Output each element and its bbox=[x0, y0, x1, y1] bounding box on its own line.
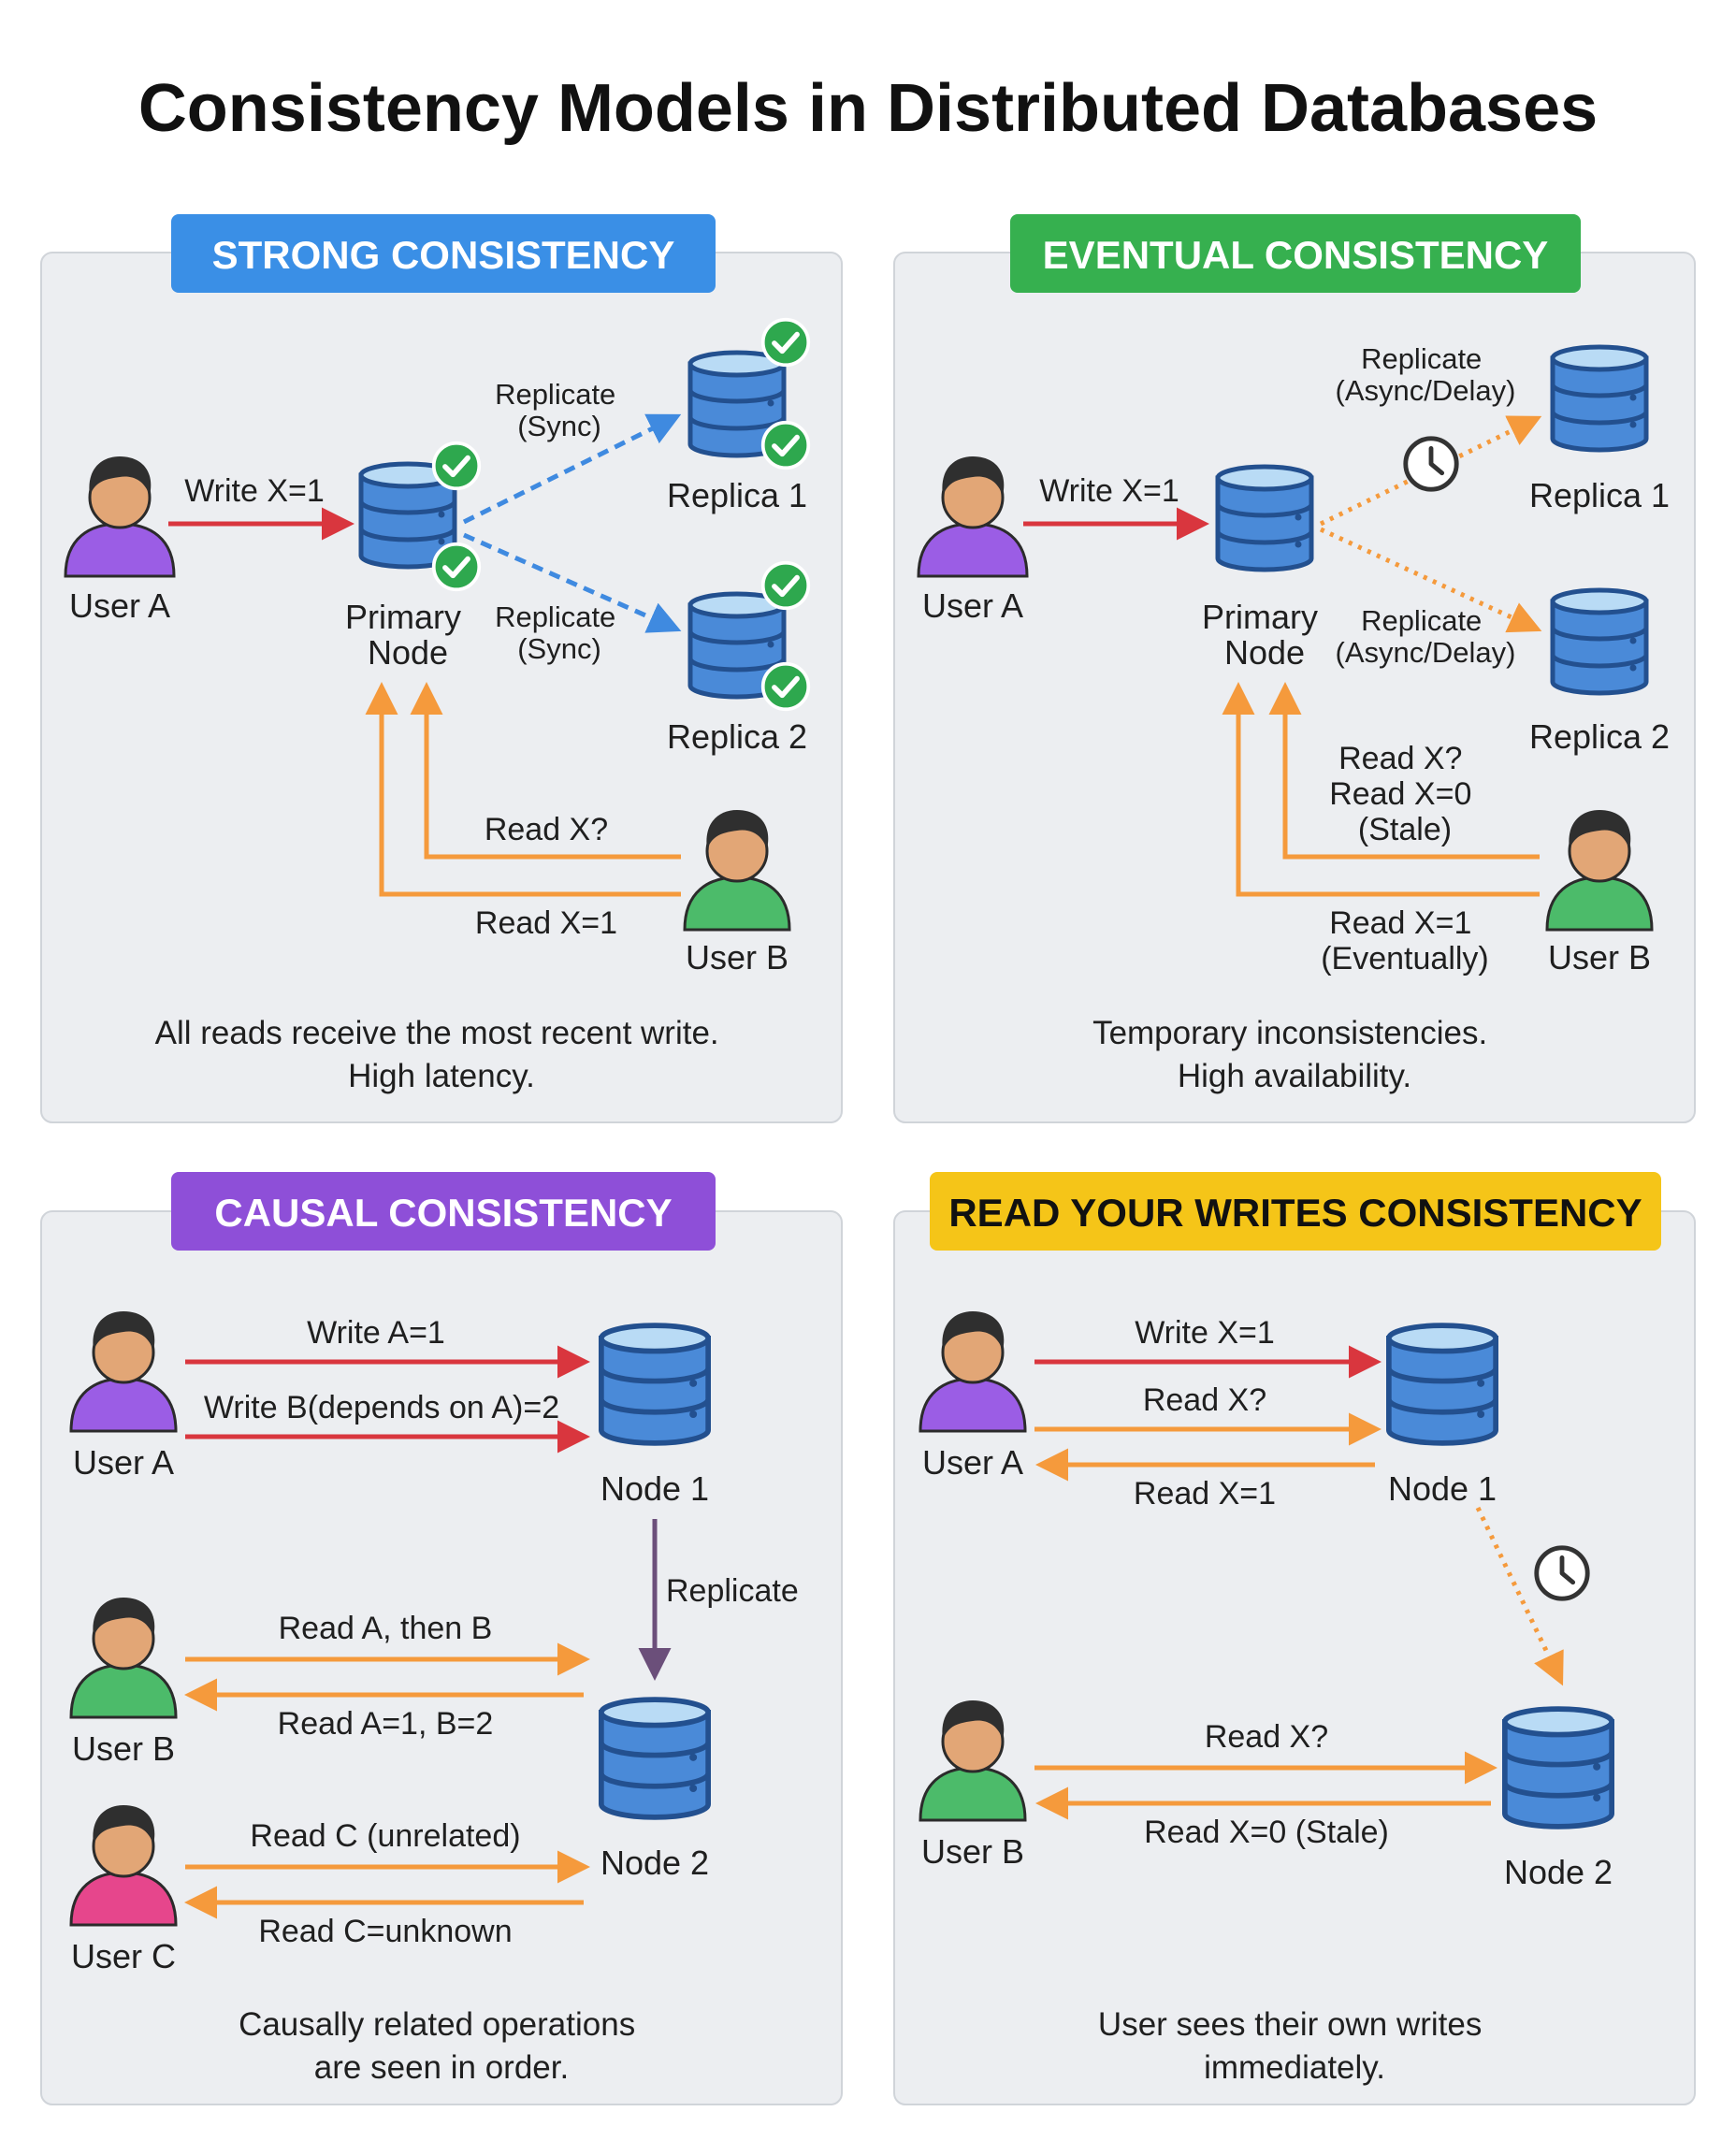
eventual-replica-2-db-icon bbox=[1553, 590, 1646, 693]
causal-node-1-label: Node 1 bbox=[600, 1469, 709, 1508]
eventual-replica-1-db-icon bbox=[1553, 347, 1646, 450]
primary-check-icon-top bbox=[434, 443, 480, 489]
replica-2-check-icon-top bbox=[763, 563, 809, 609]
ryw-user-a-icon bbox=[919, 1311, 1027, 1433]
page-title: Consistency Models in Distributed Databa… bbox=[138, 71, 1598, 146]
eventual-user-a-icon bbox=[917, 456, 1029, 578]
causal-node-2-label: Node 2 bbox=[600, 1844, 709, 1882]
ryw-node-1-label: Node 1 bbox=[1388, 1469, 1497, 1508]
badge-ryw-text: READ YOUR WRITES CONSISTENCY bbox=[948, 1191, 1642, 1235]
ryw-user-b-icon bbox=[919, 1700, 1027, 1822]
ryw-replicate-arrow bbox=[1475, 1506, 1564, 1686]
read-response-arrow bbox=[365, 682, 681, 897]
eventual-primary-db-icon bbox=[1218, 467, 1311, 570]
causal-user-b-label: User B bbox=[72, 1729, 175, 1768]
causal-write-a-label: Write A=1 bbox=[307, 1315, 445, 1351]
badge-causal-text: CAUSAL CONSISTENCY bbox=[214, 1191, 672, 1235]
causal-read-ab-result-label: Read A=1, B=2 bbox=[278, 1706, 494, 1742]
eventual-clock-icon bbox=[1406, 439, 1456, 489]
replicate-top-label: Replicate (Sync) bbox=[495, 378, 624, 442]
eventual-read-eventual-label: Read X=1 (Eventually) bbox=[1321, 905, 1489, 976]
eventual-replicate-top-label: Replicate (Async/Delay) bbox=[1336, 342, 1516, 407]
causal-user-a-label: User A bbox=[73, 1443, 174, 1482]
ryw-node-2-label: Node 2 bbox=[1504, 1853, 1613, 1891]
causal-diagram: User A Write A=1 Write B(depends on A)=2… bbox=[69, 1311, 799, 2086]
user-b-label: User B bbox=[686, 938, 788, 976]
read-request-label: Read X? bbox=[485, 812, 608, 847]
causal-user-c-label: User C bbox=[71, 1937, 176, 1975]
eventual-write-label: Write X=1 bbox=[1039, 473, 1179, 509]
causal-read-ab-label: Read A, then B bbox=[279, 1611, 493, 1646]
causal-user-b-icon bbox=[69, 1598, 178, 1719]
strong-diagram: User A Write X=1 Primary Node Replicate … bbox=[64, 320, 809, 1094]
user-a-icon bbox=[64, 456, 176, 578]
primary-check-icon-bottom bbox=[434, 544, 480, 590]
ryw-read-request-2-label: Read X? bbox=[1205, 1719, 1328, 1755]
user-a-label: User A bbox=[69, 586, 170, 625]
causal-read-c-label: Read C (unrelated) bbox=[250, 1818, 520, 1854]
replica-1-check-icon-bottom bbox=[763, 423, 809, 469]
ryw-user-a-label: User A bbox=[922, 1443, 1023, 1482]
causal-node-1-db-icon bbox=[601, 1325, 708, 1443]
causal-read-c-result-label: Read C=unknown bbox=[258, 1914, 512, 1949]
replicate-sync-arrow-top bbox=[462, 413, 682, 525]
panel-ryw bbox=[893, 1210, 1696, 2105]
causal-user-a-icon bbox=[69, 1311, 178, 1433]
eventual-user-a-label: User A bbox=[922, 586, 1023, 625]
strong-caption: All reads receive the most recent write.… bbox=[155, 1015, 729, 1094]
eventual-user-b-icon bbox=[1545, 810, 1654, 932]
write-label: Write X=1 bbox=[184, 473, 325, 509]
eventual-diagram: User A Write X=1 Primary Node Replicate … bbox=[917, 342, 1670, 1094]
replicate-sync-arrow-bottom bbox=[462, 532, 682, 633]
ryw-write-label: Write X=1 bbox=[1135, 1315, 1275, 1351]
read-response-label: Read X=1 bbox=[475, 905, 617, 941]
eventual-replicate-bottom-label: Replicate (Async/Delay) bbox=[1336, 604, 1516, 669]
primary-node-label: Primary Node bbox=[345, 598, 470, 672]
ryw-caption: User sees their own writes immediately. bbox=[1098, 2006, 1491, 2086]
ryw-clock-icon bbox=[1537, 1548, 1587, 1598]
ryw-read-response-label: Read X=1 bbox=[1134, 1476, 1276, 1511]
ryw-user-b-label: User B bbox=[921, 1832, 1024, 1871]
replica-1-check-icon-top bbox=[763, 320, 809, 366]
eventual-read-stale-arrow bbox=[1268, 682, 1540, 860]
replicate-async-arrow-bottom bbox=[1319, 527, 1542, 633]
badge-eventual-text: EVENTUAL CONSISTENCY bbox=[1043, 233, 1549, 277]
eventual-caption: Temporary inconsistencies. High availabi… bbox=[1092, 1015, 1497, 1094]
badge-strong: STRONG CONSISTENCY bbox=[171, 214, 716, 293]
ryw-diagram: User A Write X=1 Read X? Read X=1 Node 1… bbox=[919, 1311, 1613, 2086]
eventual-user-b-label: User B bbox=[1548, 938, 1651, 976]
badge-strong-text: STRONG CONSISTENCY bbox=[212, 233, 675, 277]
eventual-primary-label: Primary Node bbox=[1202, 598, 1327, 672]
replicate-bottom-label: Replicate (Sync) bbox=[495, 600, 624, 665]
eventual-read-stale-label: Read X? Read X=0 (Stale) bbox=[1329, 741, 1481, 847]
ryw-read-stale-label: Read X=0 (Stale) bbox=[1144, 1815, 1389, 1850]
causal-replicate-label: Replicate bbox=[666, 1573, 799, 1609]
eventual-replica-1-label: Replica 1 bbox=[1529, 476, 1670, 514]
eventual-replica-2-label: Replica 2 bbox=[1529, 717, 1670, 756]
badge-eventual: EVENTUAL CONSISTENCY bbox=[1010, 214, 1581, 293]
ryw-read-request-label: Read X? bbox=[1143, 1382, 1266, 1418]
read-request-arrow bbox=[410, 682, 681, 860]
ryw-node-2-db-icon bbox=[1505, 1709, 1612, 1827]
causal-write-b-label: Write B(depends on A)=2 bbox=[204, 1390, 559, 1425]
ryw-node-1-db-icon bbox=[1389, 1325, 1496, 1443]
badge-ryw: READ YOUR WRITES CONSISTENCY bbox=[930, 1172, 1661, 1251]
causal-user-c-icon bbox=[69, 1805, 178, 1927]
replica-2-check-icon-bottom bbox=[763, 664, 809, 710]
badge-causal: CAUSAL CONSISTENCY bbox=[171, 1172, 716, 1251]
replica-1-label: Replica 1 bbox=[667, 476, 807, 514]
eventual-read-eventual-arrow bbox=[1222, 682, 1540, 897]
user-b-icon bbox=[683, 810, 791, 932]
replica-2-label: Replica 2 bbox=[667, 717, 807, 756]
causal-node-2-db-icon bbox=[601, 1699, 708, 1817]
causal-caption: Causally related operations are seen in … bbox=[239, 2006, 644, 2086]
